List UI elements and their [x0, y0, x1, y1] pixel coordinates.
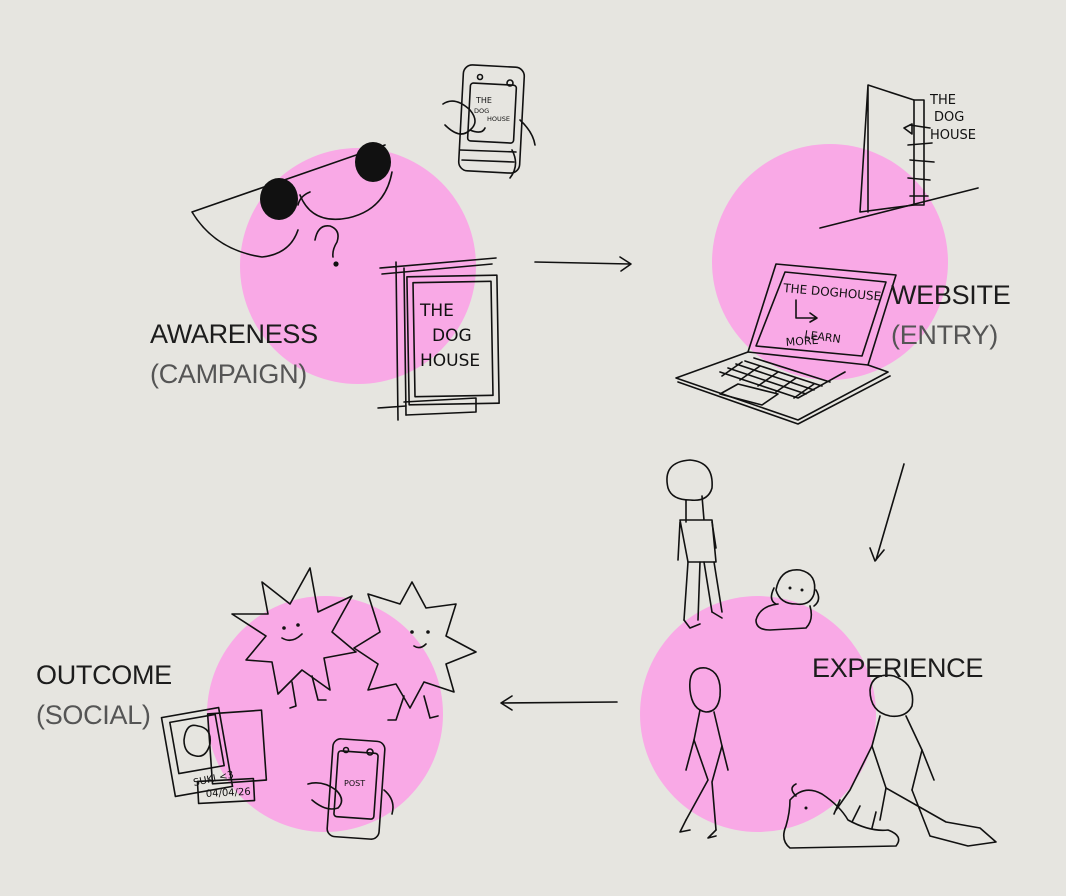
sunglasses-sketch: [191, 142, 393, 258]
stage-outcome: OUTCOME (SOCIAL): [36, 655, 172, 735]
blob-awareness: [240, 148, 476, 384]
billboard-sketch: THE DOG HOUSE: [377, 257, 500, 421]
stage-website-title: WEBSITE: [891, 280, 1011, 310]
blob-experience: [640, 596, 876, 832]
phone-top-line-3: HOUSE: [487, 115, 510, 123]
small-dog-sketch: [755, 569, 820, 631]
door-sketch: THE DOG HOUSE: [819, 84, 979, 229]
phone-post-label: POST: [344, 779, 365, 788]
polaroid-name: SUKI <3: [192, 770, 234, 789]
billboard-line-2: DOG: [432, 326, 472, 346]
phone-hand-sketch: THE DOG HOUSE: [442, 64, 536, 179]
star-character-right-sketch: [353, 581, 477, 721]
stage-website: WEBSITE (ENTRY): [891, 275, 1011, 355]
person-standing-sketch: [666, 459, 723, 629]
door-sign-line-3: HOUSE: [930, 128, 976, 143]
phone-top-line-2: DOG: [474, 107, 489, 115]
stage-experience-title: EXPERIENCE: [812, 653, 984, 683]
person-kneeling-with-dog-sketch: [835, 674, 997, 847]
arrow-down-icon: [869, 463, 905, 562]
arrow-right-icon: [534, 256, 632, 272]
door-sign-line-1: THE: [929, 93, 956, 108]
stage-website-subtitle: (ENTRY): [891, 320, 998, 350]
stage-outcome-subtitle: (SOCIAL): [36, 700, 151, 730]
phone-top-line-1: THE: [475, 96, 492, 105]
laptop-cta-line-1: LEARN: [804, 328, 842, 346]
lying-dog-sketch: [782, 783, 900, 849]
billboard-line-1: THE: [419, 301, 454, 321]
laptop-cta-line-2: MORE: [785, 334, 819, 349]
question-mark-icon: [314, 224, 339, 267]
phone-post-sketch: POST: [307, 738, 394, 840]
blob-website: [712, 144, 948, 380]
stage-experience: EXPERIENCE: [812, 648, 983, 688]
stage-awareness-subtitle: (CAMPAIGN): [150, 359, 307, 389]
star-character-left-sketch: [231, 567, 357, 709]
arrow-left-icon: [500, 695, 618, 711]
person-walking-sketch: [679, 667, 729, 839]
door-sign-line-2: DOG: [934, 110, 964, 125]
photo-date: 04/04/26: [206, 787, 251, 800]
stage-outcome-title: OUTCOME: [36, 660, 172, 690]
billboard-line-3: HOUSE: [420, 351, 480, 371]
stage-awareness-title: AWARENESS: [150, 319, 318, 349]
stage-awareness: AWARENESS (CAMPAIGN): [150, 314, 318, 394]
photos-sketch: SUKI <3 04/04/26: [160, 706, 268, 805]
